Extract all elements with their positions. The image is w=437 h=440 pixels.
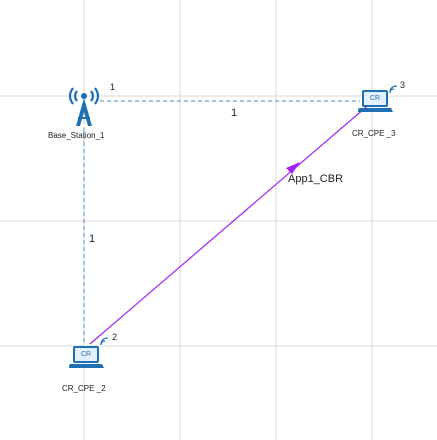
cpe2-label: CR_CPE _2: [62, 384, 106, 393]
cpe3-signal-icon: [389, 85, 398, 94]
base-station-node[interactable]: [64, 82, 104, 130]
link-label-base-station-cpe2: 1: [89, 233, 96, 245]
app-flow-arrow-icon: [286, 162, 300, 174]
laptop-icon: [68, 346, 104, 368]
laptop-icon: [357, 90, 393, 112]
cpe3-badge: CR: [370, 95, 381, 102]
base-station-label: Base_Station_1: [48, 131, 105, 140]
cpe3-node[interactable]: CR: [357, 88, 394, 114]
cpe2-node[interactable]: CR: [68, 344, 105, 370]
cpe2-badge: CR: [81, 351, 92, 358]
cpe2-index: 2: [112, 332, 118, 342]
app-flow-label: App1_CBR: [288, 173, 344, 185]
link-label-base-station-cpe3: 1: [231, 107, 238, 119]
tower-icon: [68, 87, 100, 126]
cpe2-signal-icon: [100, 337, 109, 346]
app-flow-line[interactable]: [89, 101, 373, 345]
cpe3-label: CR_CPE _3: [352, 129, 396, 138]
base-station-index: 1: [110, 82, 116, 92]
cpe3-index: 3: [400, 80, 406, 90]
